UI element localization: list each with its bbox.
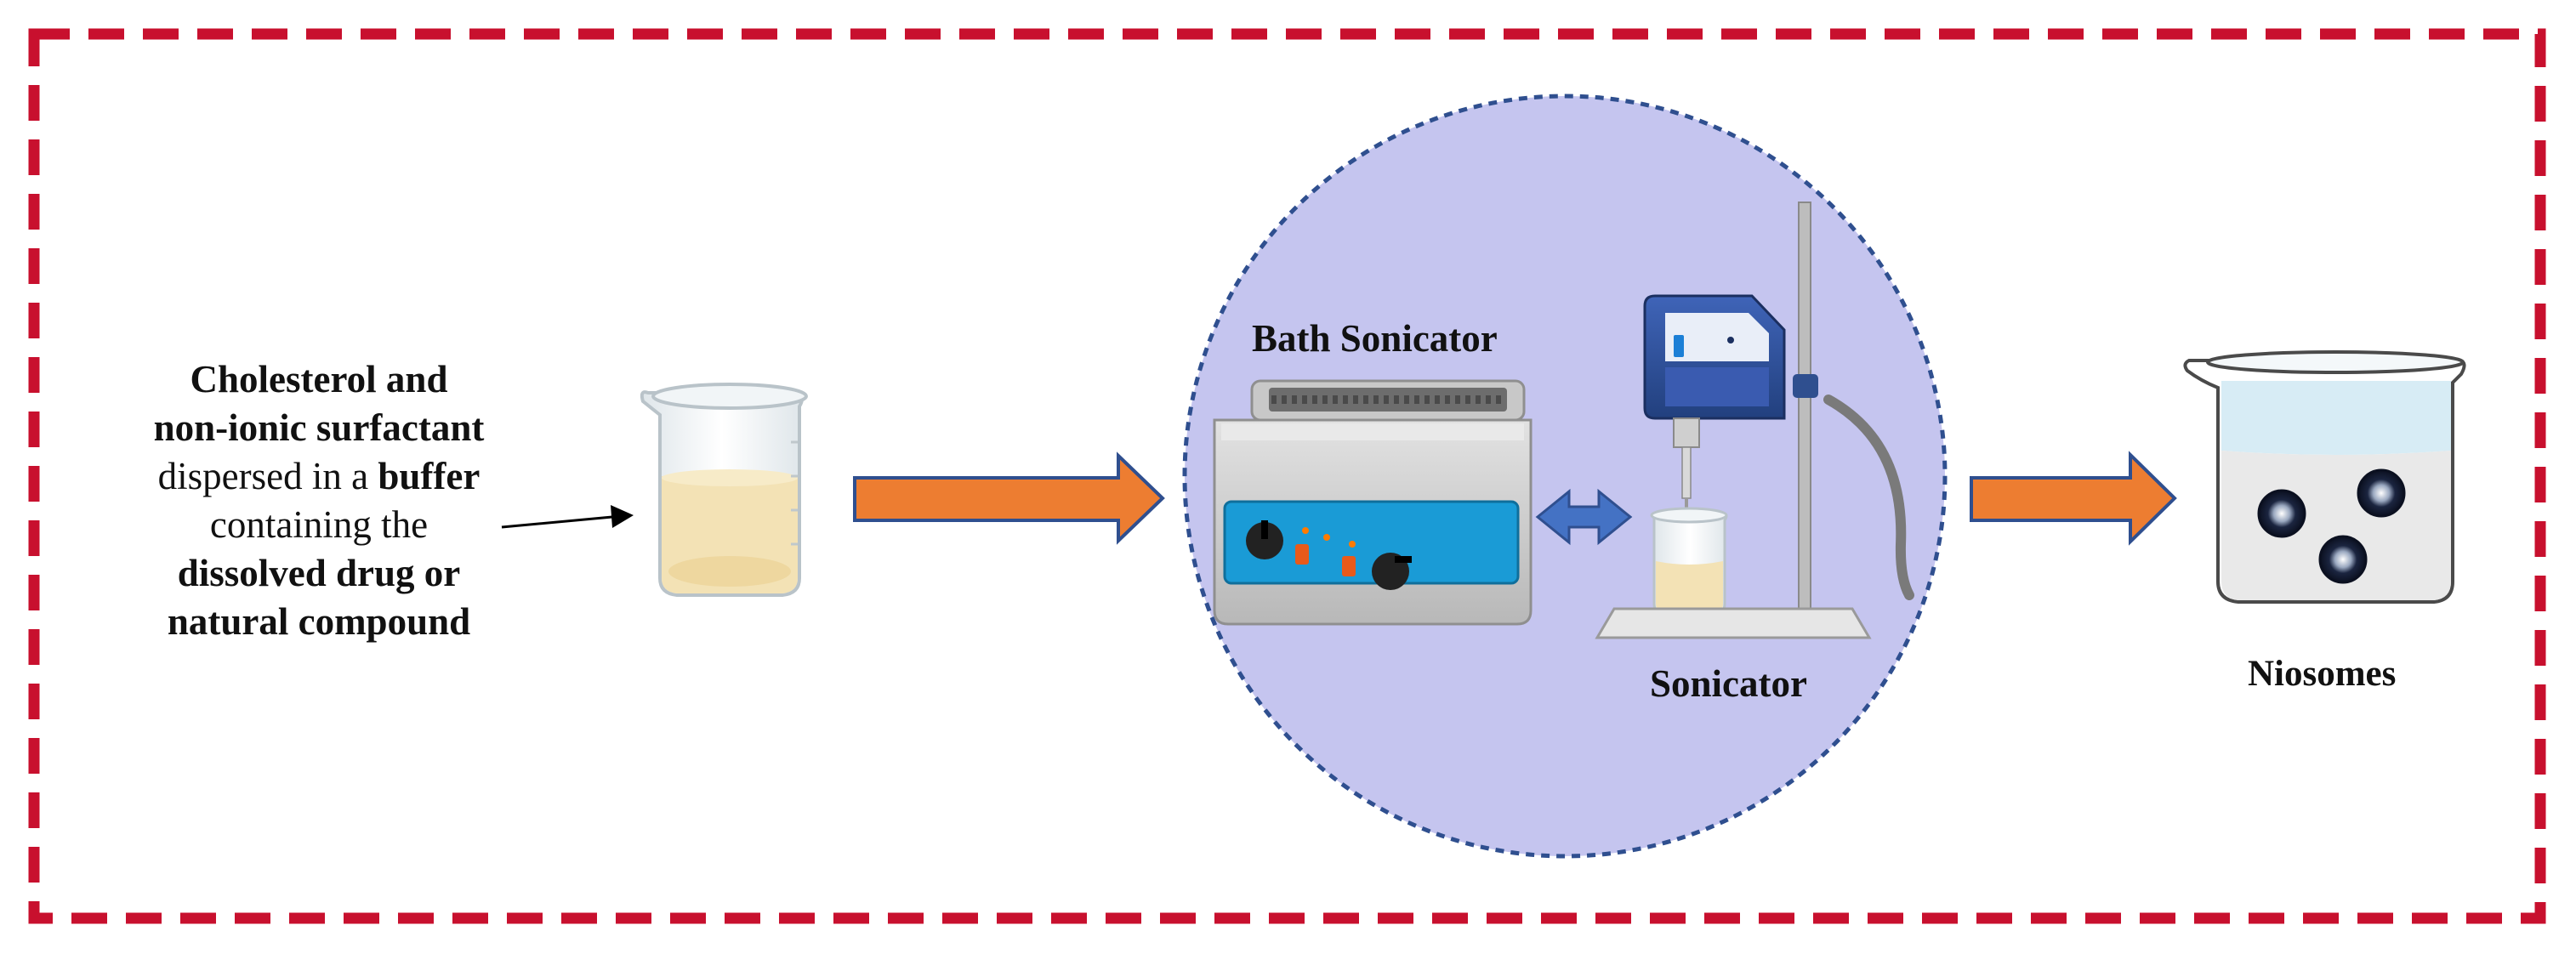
sonicator-label: Sonicator: [1650, 662, 1807, 705]
beaker-icon: [640, 383, 808, 597]
desc-line-3-pre: dispersed in a: [157, 455, 378, 497]
process-arrow-2: [1970, 451, 2177, 546]
probe-sonicator-icon: [1595, 202, 1914, 639]
desc-line-1: Cholesterol and: [190, 358, 448, 400]
pointer-arrow: [501, 505, 634, 529]
desc-line-3-bold: buffer: [378, 455, 481, 497]
sonication-circle: [1182, 94, 1948, 859]
niosomes-label: Niosomes: [2248, 654, 2397, 694]
dashed-frame: [28, 28, 2546, 924]
bath-sonicator-icon: [1213, 379, 1533, 626]
niosome-particle: [2318, 535, 2368, 584]
niosome-beaker-icon: [2183, 350, 2466, 604]
niosome-particle: [2357, 468, 2406, 518]
desc-line-4: containing the: [209, 503, 429, 546]
bath-sonicator-label: Bath Sonicator: [1252, 317, 1498, 360]
input-description: Cholesterol and non-ionic surfactant dis…: [81, 355, 557, 646]
desc-line-2: non-ionic surfactant: [153, 406, 485, 449]
process-arrow-1: [853, 451, 1165, 545]
niosome-particle: [2257, 489, 2306, 538]
desc-line-5: dissolved drug or: [177, 552, 461, 594]
bidirectional-arrow: [1535, 488, 1633, 546]
desc-line-6: natural compound: [167, 600, 471, 643]
